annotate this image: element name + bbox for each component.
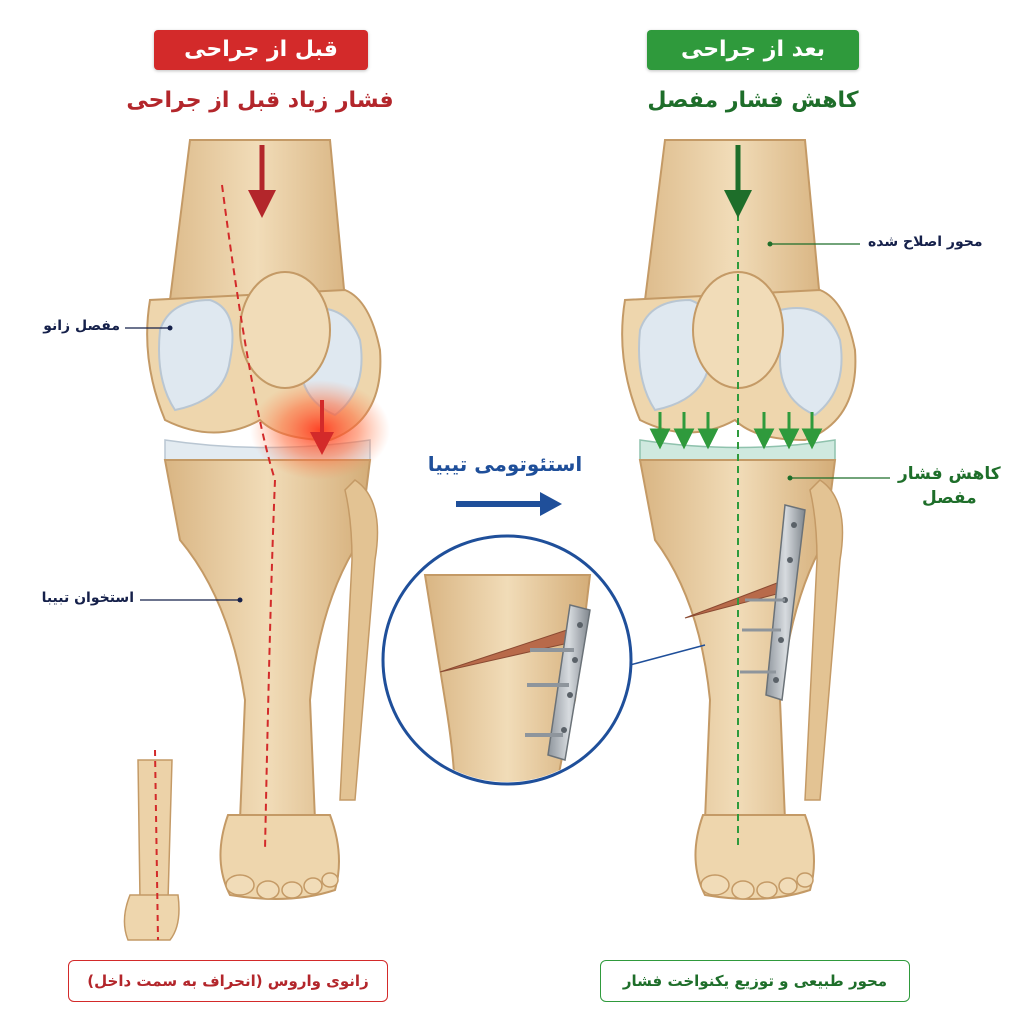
after-bottom-caption: محور طبیعی و توزیع یکنواخت فشار	[600, 960, 910, 1002]
after-surgery-badge: بعد از جراحی	[647, 30, 859, 70]
right-leg-drawing	[621, 139, 890, 900]
label-knee-joint: مفصل زانو	[43, 318, 120, 334]
label-pressure-reduction-line1: کاهش فشار	[898, 464, 1001, 484]
label-pressure-reduction-line2: مفصل	[921, 488, 977, 508]
label-pressure-reduction: کاهش فشار مفصل	[898, 462, 1001, 510]
after-surgery-subtitle: کاهش فشار مفصل	[647, 88, 859, 113]
osteotomy-magnifier	[381, 534, 706, 786]
before-surgery-badge: قبل از جراحی	[154, 30, 368, 70]
procedure-label: استئوتومی تیبیا	[427, 452, 583, 476]
label-tibia-bone: استخوان تبیبا	[41, 590, 134, 606]
before-bottom-caption: زانوی واروس (انحراف به سمت داخل)	[68, 960, 388, 1002]
left-leg-drawing	[125, 139, 390, 900]
small-varus-leg	[123, 749, 180, 941]
label-corrected-axis: محور اصلاح شده	[868, 234, 983, 250]
procedure-arrow	[456, 492, 562, 516]
before-surgery-subtitle: فشار زیاد قبل از جراحی	[126, 88, 394, 113]
